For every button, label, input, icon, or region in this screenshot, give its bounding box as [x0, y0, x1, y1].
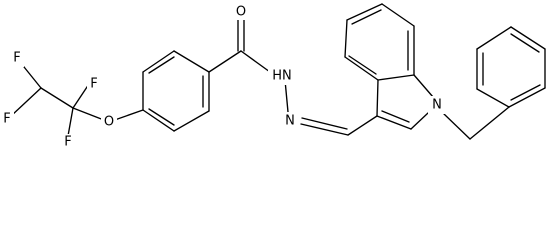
benzene-bond-1: [142, 109, 175, 132]
atom-n2: N: [282, 112, 298, 130]
phenyl-bond-1-inner: [510, 84, 541, 101]
bond-ring-carbonyl: [208, 50, 242, 73]
indole-benzo-bond-1-inner: [348, 55, 377, 75]
atom-label-f2: F: [3, 112, 10, 127]
bond-f2-c: [10, 87, 42, 117]
atom-label-n2: N: [285, 114, 295, 129]
bond-ch2-phenyl: [469, 106, 510, 140]
atom-o2: O: [101, 113, 117, 131]
phenyl-bond-3: [510, 26, 546, 50]
atom-label-layer: O HN N N O F F F: [0, 4, 446, 151]
bond-n-ch2: [443, 113, 471, 140]
imine-double-bond-a: [300, 123, 349, 136]
bond-imine-c3: [347, 115, 378, 136]
indole-benzo-bond-4: [381, 3, 415, 27]
benzene-bond-5-inner: [148, 56, 175, 74]
indole-bond-c3a-c3: [376, 79, 379, 117]
benzene-bond-4: [173, 50, 210, 73]
atom-label-f4: F: [64, 135, 71, 150]
atom-label-o2: O: [104, 115, 114, 130]
indole-bond-c7a-c3a: [377, 74, 415, 81]
indole-bond-c3-c2-inner: [381, 110, 410, 123]
atom-label-f1: F: [13, 51, 20, 66]
indole-benzo-bond-3: [346, 3, 383, 21]
indole-benzo-bond-1: [344, 56, 379, 81]
atom-label-n3: N: [432, 98, 442, 113]
indole-bond-c2-n: [410, 112, 429, 130]
benzene-bond-5: [142, 50, 175, 73]
bond-carbonyl-nh: [240, 50, 271, 73]
phenyl-bond-3-inner: [510, 33, 540, 53]
atom-f1: F: [10, 50, 24, 67]
indole-benzo-bond-2: [344, 19, 348, 58]
atom-label-f3: F: [90, 77, 97, 92]
indole-bond-n-c7a: [413, 74, 434, 98]
atom-n3: N: [428, 96, 446, 114]
atom-f2: F: [0, 111, 14, 128]
atom-label-o1: O: [236, 5, 246, 20]
atom-label-n1: HN: [272, 69, 292, 84]
atom-o1: O: [234, 4, 248, 20]
imine-double-bond-b: [301, 117, 348, 130]
benzene-bond-2: [173, 110, 210, 132]
phenyl-bond-6: [476, 88, 510, 108]
bond-cf2-f3: [72, 83, 90, 109]
benzene-bond-1-inner: [148, 108, 175, 126]
bond-c-cf2: [40, 87, 74, 109]
bond-layer: [10, 3, 546, 140]
bond-nh-n: [284, 79, 289, 113]
indole-benzo-bond-3-inner: [351, 9, 382, 25]
atom-f4: F: [61, 134, 75, 151]
chemical-structure-drawing: O HN N N O F F F: [0, 3, 546, 151]
indole-bond-c3-c2: [376, 115, 412, 130]
bond-cf2-f4: [67, 107, 74, 137]
phenyl-bond-4: [476, 26, 512, 50]
atom-f3: F: [87, 76, 101, 93]
atom-n1: HN: [268, 67, 296, 85]
phenyl-bond-1: [508, 87, 546, 108]
